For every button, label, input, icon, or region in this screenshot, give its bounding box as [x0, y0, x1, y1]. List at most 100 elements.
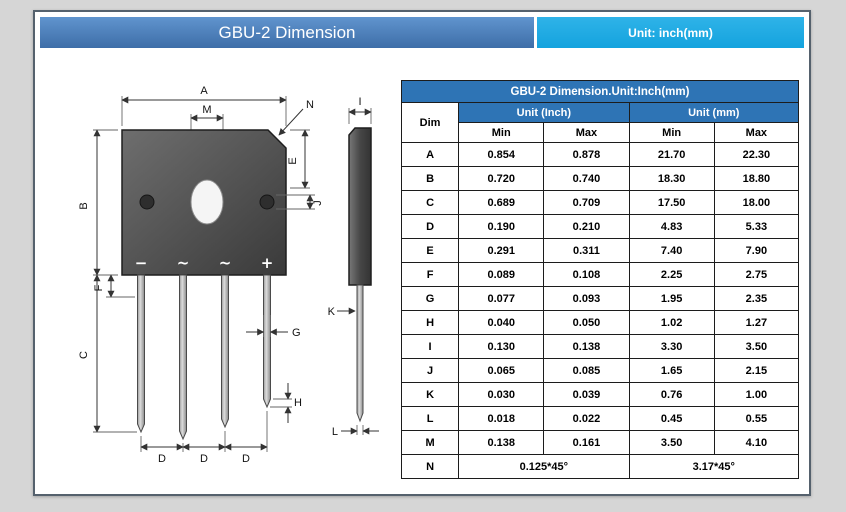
table-cell: 4.83	[628, 214, 715, 239]
table-cell: I	[400, 334, 460, 359]
package-body-side	[348, 127, 372, 286]
table-title: GBU-2 Dimension.Unit:Inch(mm)	[401, 80, 799, 103]
col-header-max-inch: Max	[543, 122, 630, 143]
table-cell: 0.040	[458, 310, 545, 335]
table-cell: G	[400, 286, 460, 311]
table-cell: 0.190	[458, 214, 545, 239]
col-header-min-mm: Min	[628, 122, 715, 143]
dim-G: G	[246, 315, 301, 339]
dim-label-j: J	[312, 200, 324, 206]
mounting-hole	[190, 179, 224, 225]
technical-drawing: A M N − ~ ~ +	[78, 85, 379, 465]
table-cell: M	[400, 430, 460, 455]
dimension-table: GBU-2 Dimension.Unit:Inch(mm) Dim Unit (…	[400, 80, 800, 479]
table-cell: 4.10	[713, 430, 800, 455]
table-cell: 7.40	[628, 238, 715, 263]
table-cell: 1.65	[628, 358, 715, 383]
table-cell: 0.55	[713, 406, 800, 431]
table-cell: 18.30	[628, 166, 715, 191]
table-cell: 0.093	[543, 286, 630, 311]
dim-B: B	[78, 129, 118, 276]
dim-label-h: H	[294, 397, 302, 409]
mold-mark-left	[139, 194, 155, 210]
dim-label-d3: D	[242, 453, 250, 465]
col-group-mm: Unit (mm)	[628, 102, 800, 123]
dim-J: J	[276, 194, 324, 210]
dim-label-d2: D	[200, 453, 208, 465]
table-cell: 3.50	[628, 430, 715, 455]
dim-label-a: A	[200, 85, 208, 97]
table-cell: 22.30	[713, 142, 800, 167]
page-header: GBU-2 Dimension Unit: inch(mm)	[40, 17, 804, 48]
table-cell: 0.108	[543, 262, 630, 287]
table-cell: 0.050	[543, 310, 630, 335]
table-cell: 0.030	[458, 382, 545, 407]
pin-3	[221, 274, 229, 429]
dim-label-c: C	[78, 351, 90, 359]
table-cell: 0.138	[458, 430, 545, 455]
table-cell: E	[400, 238, 460, 263]
pin-4	[263, 274, 271, 409]
table-cell: C	[400, 190, 460, 215]
dim-label-g: G	[292, 327, 301, 339]
page-title: GBU-2 Dimension	[40, 17, 534, 48]
table-cell: N	[400, 454, 460, 479]
table-cell: 3.17*45°	[628, 454, 800, 479]
dim-label-d1: D	[158, 453, 166, 465]
table-cell: 0.210	[543, 214, 630, 239]
dim-F: F	[93, 274, 135, 298]
table-cell: 3.30	[628, 334, 715, 359]
datasheet-page: GBU-2 Dimension Unit: inch(mm)	[33, 10, 811, 496]
dim-I: I	[348, 96, 372, 124]
pin-1	[137, 274, 145, 434]
dim-A: A	[121, 85, 287, 126]
table-cell: 0.161	[543, 430, 630, 455]
table-cell: 2.35	[713, 286, 800, 311]
table-cell: 2.15	[713, 358, 800, 383]
table-cell: F	[400, 262, 460, 287]
table-cell: 2.25	[628, 262, 715, 287]
dim-M: M	[190, 104, 224, 130]
table-group-header-row: Dim Unit (Inch) Unit (mm)	[400, 102, 800, 143]
table-cell: 0.878	[543, 142, 630, 167]
table-cell: 1.00	[713, 382, 800, 407]
table-cell: 0.311	[543, 238, 630, 263]
table-cell: 18.00	[713, 190, 800, 215]
table-cell: 21.70	[628, 142, 715, 167]
dim-N: N	[278, 99, 314, 136]
table-cell: 17.50	[628, 190, 715, 215]
table-cell: 0.854	[458, 142, 545, 167]
dim-label-f: F	[93, 284, 105, 291]
pin-2	[179, 274, 187, 441]
col-header-min-inch: Min	[458, 122, 545, 143]
table-cell: 0.085	[543, 358, 630, 383]
polarity-plus: +	[261, 254, 274, 272]
table-cell: 2.75	[713, 262, 800, 287]
dim-C: C	[78, 274, 137, 433]
table-cell: 1.02	[628, 310, 715, 335]
table-cell: 0.45	[628, 406, 715, 431]
table-cell: 0.018	[458, 406, 545, 431]
polarity-minus: −	[135, 254, 148, 272]
pin-side	[356, 284, 364, 423]
unit-label: Unit: inch(mm)	[536, 17, 804, 48]
dim-label-e: E	[287, 157, 299, 164]
table-cell: 0.689	[458, 190, 545, 215]
table-cell: B	[400, 166, 460, 191]
table-cell: H	[400, 310, 460, 335]
table-cell: 0.039	[543, 382, 630, 407]
col-header-max-mm: Max	[713, 122, 800, 143]
table-cell: L	[400, 406, 460, 431]
table-cell: J	[400, 358, 460, 383]
dim-L: L	[332, 425, 379, 438]
